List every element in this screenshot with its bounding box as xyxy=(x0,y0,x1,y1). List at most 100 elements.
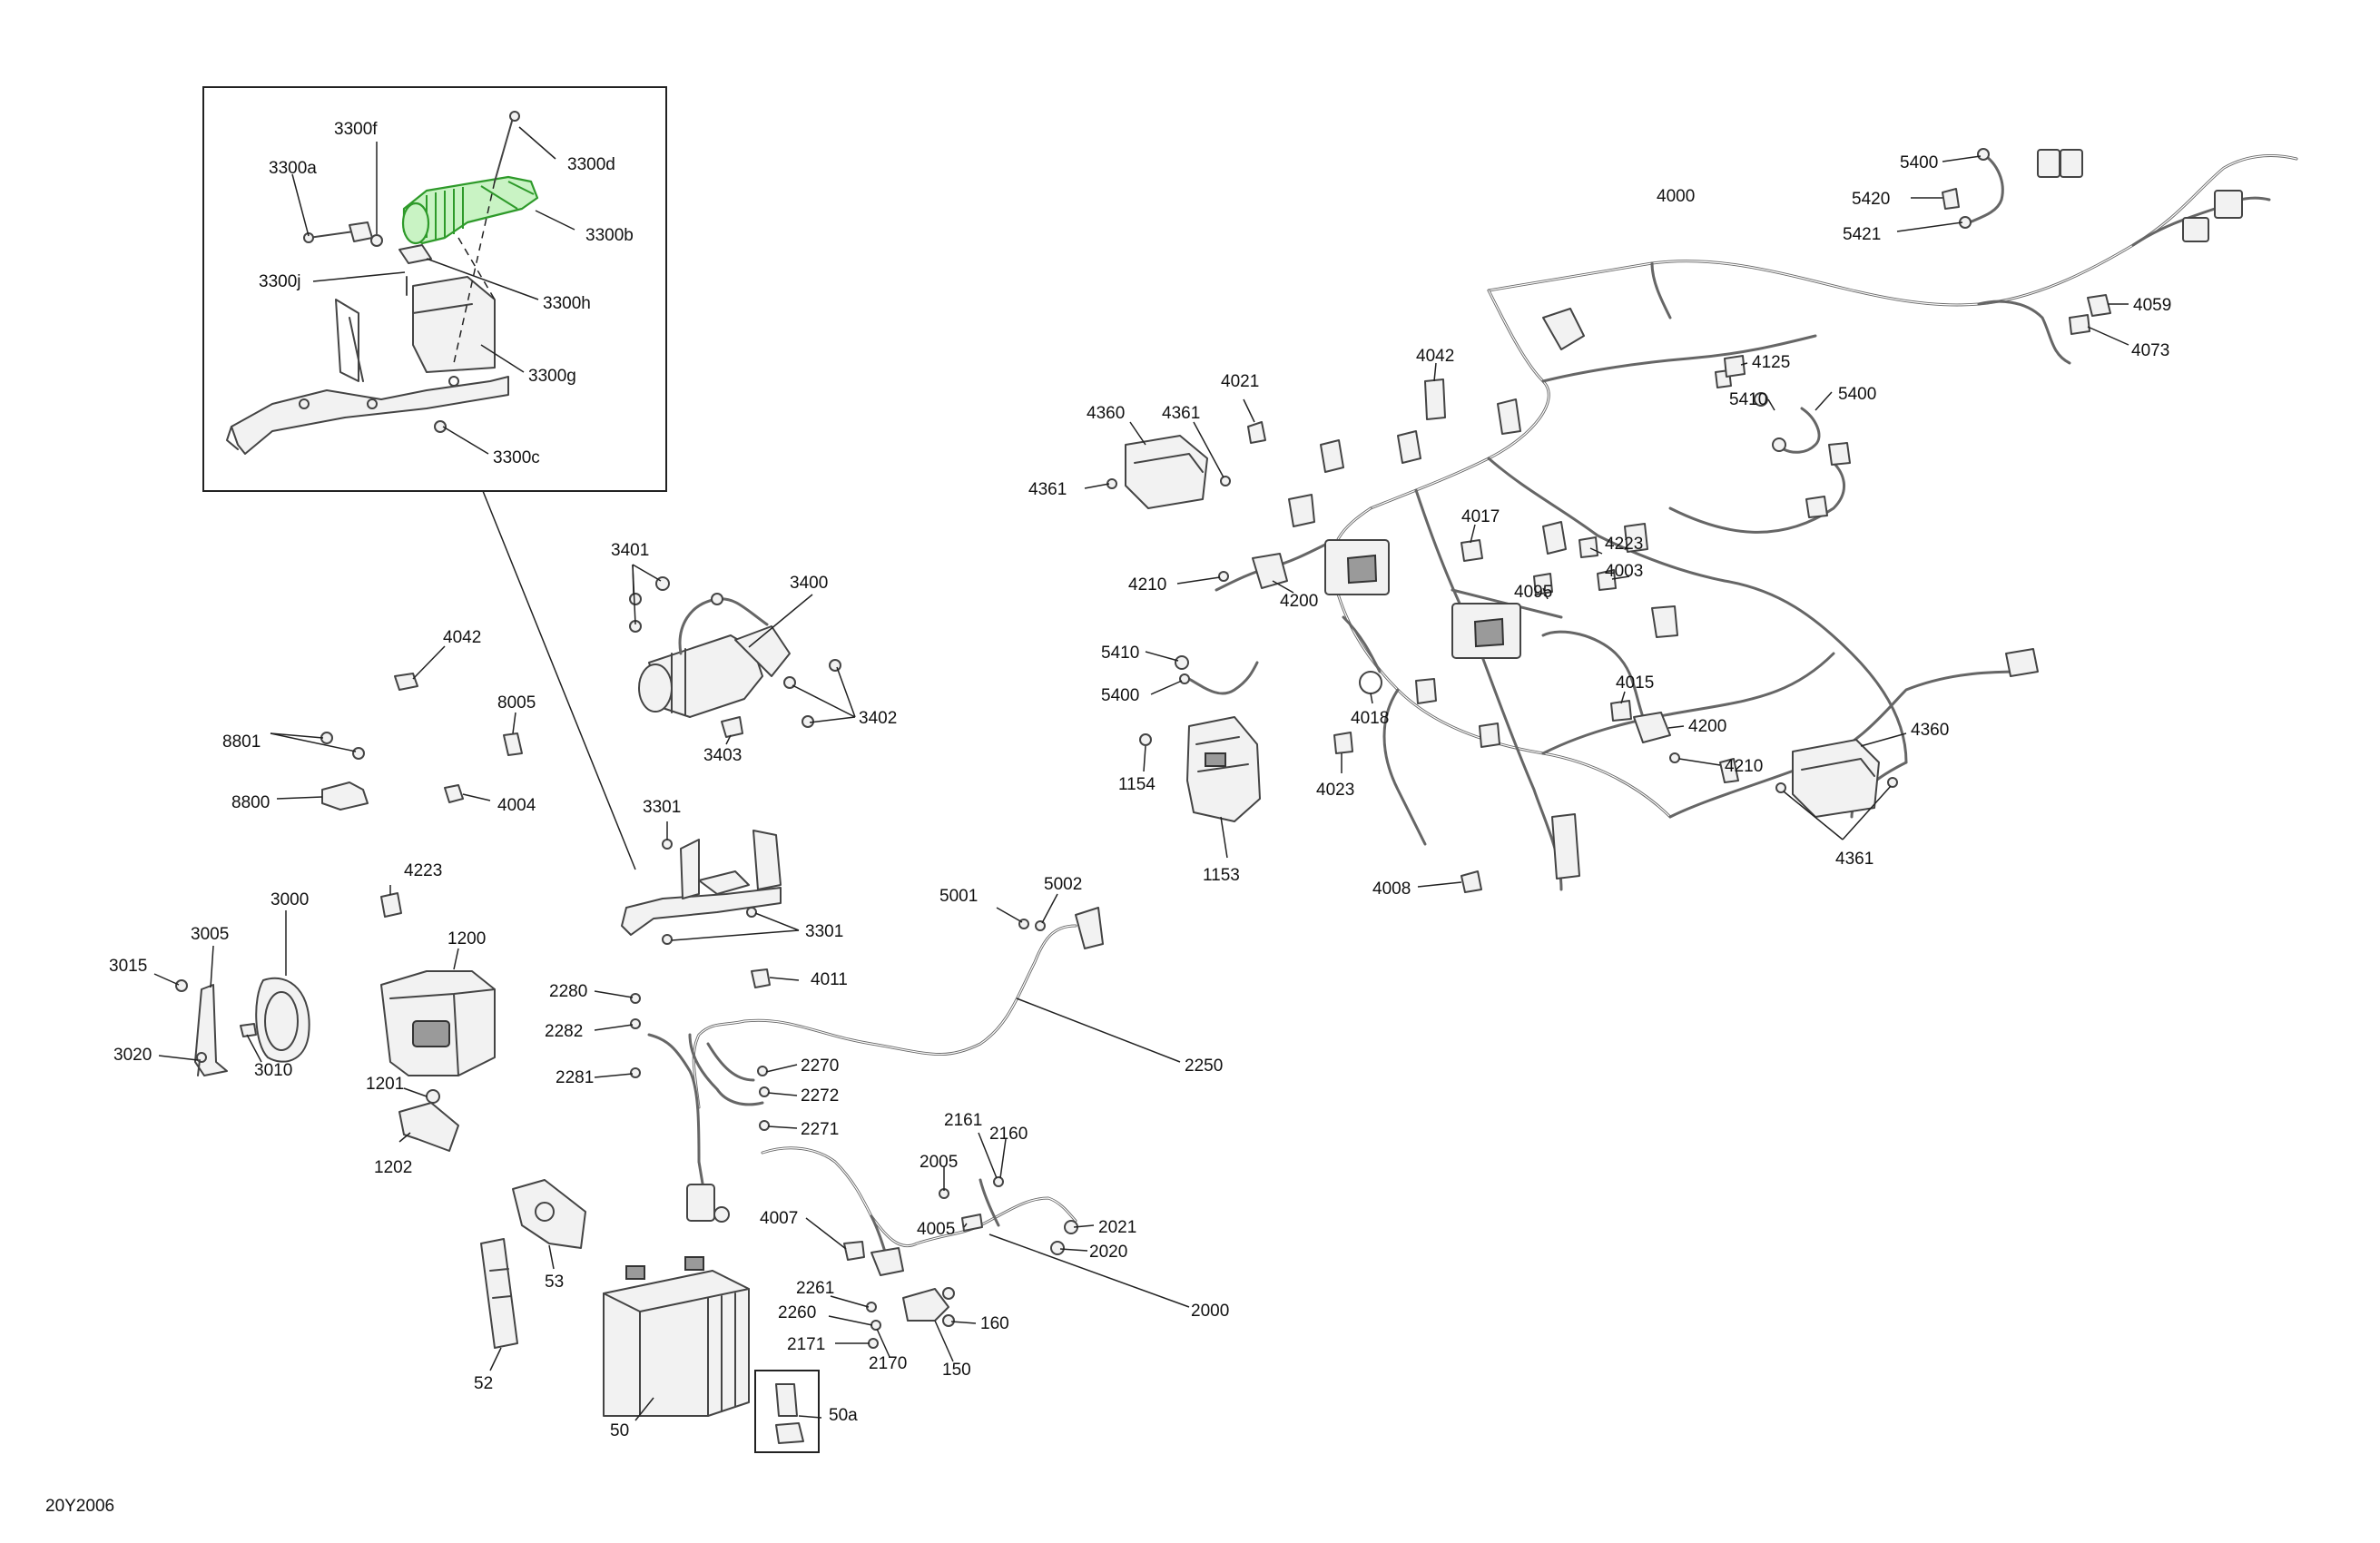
label-150: 150 xyxy=(942,1361,971,1380)
label-3402: 3402 xyxy=(859,709,897,728)
inset-leaders xyxy=(291,126,575,455)
label-4125: 4125 xyxy=(1752,353,1790,372)
label-2250: 2250 xyxy=(1185,1057,1223,1076)
abs-module-1200 xyxy=(380,885,496,1152)
label-3301-top: 3301 xyxy=(643,798,681,817)
motor-assembly-3400 xyxy=(629,564,856,745)
label-3005: 3005 xyxy=(191,925,229,944)
label-3300j: 3300j xyxy=(259,272,301,291)
sensor-5400-top xyxy=(1896,148,2129,346)
mounting-bracket xyxy=(226,276,509,455)
label-4042-right: 4042 xyxy=(1416,347,1454,366)
label-4017: 4017 xyxy=(1461,507,1500,526)
label-2170: 2170 xyxy=(869,1354,907,1373)
horn-assembly-3000 xyxy=(153,910,310,1076)
battery-assembly xyxy=(480,1179,822,1453)
label-53: 53 xyxy=(545,1273,564,1292)
label-3300b: 3300b xyxy=(585,226,634,245)
label-4360-left: 4360 xyxy=(1087,404,1125,423)
harness-2250 xyxy=(594,893,1181,1223)
label-3300f: 3300f xyxy=(334,120,378,139)
label-3300a: 3300a xyxy=(269,159,317,178)
label-5400-top: 5400 xyxy=(1900,153,1938,172)
label-4361-right: 4361 xyxy=(1835,850,1874,869)
label-1154: 1154 xyxy=(1118,775,1156,794)
label-3300d: 3300d xyxy=(567,155,615,174)
label-2161: 2161 xyxy=(944,1111,982,1130)
label-5420: 5420 xyxy=(1852,190,1890,209)
label-3015: 3015 xyxy=(109,957,147,976)
label-2271: 2271 xyxy=(801,1120,839,1139)
left-small-parts xyxy=(270,645,523,811)
sensor-5400-low xyxy=(1145,651,1259,695)
clamps-right xyxy=(1333,671,1721,893)
label-4004: 4004 xyxy=(497,796,536,815)
label-8801: 8801 xyxy=(222,732,261,752)
label-3400: 3400 xyxy=(790,574,828,593)
bracket-4360-right xyxy=(1775,732,1907,840)
label-2261: 2261 xyxy=(796,1279,834,1298)
label-4000: 4000 xyxy=(1657,187,1695,206)
label-4008: 4008 xyxy=(1372,880,1411,899)
sensor-5400-mid xyxy=(1724,355,1833,454)
label-2021: 2021 xyxy=(1098,1218,1136,1237)
label-50: 50 xyxy=(610,1421,629,1440)
label-52: 52 xyxy=(474,1374,493,1393)
bracket-4360-left xyxy=(1084,398,1266,509)
label-1201: 1201 xyxy=(366,1075,404,1094)
label-4210-left: 4210 xyxy=(1128,575,1166,595)
detail-inset-3300: 3300a 3300f 3300d 3300b 3300j 3300h 3300… xyxy=(202,86,667,870)
label-3300c: 3300c xyxy=(493,448,540,467)
label-8005: 8005 xyxy=(497,693,536,713)
label-2282: 2282 xyxy=(545,1022,583,1041)
label-2281: 2281 xyxy=(556,1068,594,1087)
label-3020: 3020 xyxy=(113,1046,152,1065)
label-4361-left: 4361 xyxy=(1028,480,1067,499)
label-4200-right: 4200 xyxy=(1688,717,1726,736)
clamps-4200-left xyxy=(1176,553,1294,594)
label-5400-mid: 5400 xyxy=(1838,385,1876,404)
label-4018: 4018 xyxy=(1351,709,1389,728)
label-4360-right: 4360 xyxy=(1911,721,1949,740)
label-2280: 2280 xyxy=(549,982,587,1001)
detail-frame xyxy=(202,86,667,492)
label-1200: 1200 xyxy=(447,929,486,948)
label-160: 160 xyxy=(980,1314,1009,1333)
label-4073: 4073 xyxy=(2131,341,2169,360)
label-3401: 3401 xyxy=(611,541,649,560)
label-1202: 1202 xyxy=(374,1158,412,1177)
label-4361-upper: 4361 xyxy=(1162,404,1200,423)
label-3301-bottom: 3301 xyxy=(805,922,843,941)
main-harness-4000 xyxy=(1215,149,2298,891)
module-1153 xyxy=(1139,716,1261,859)
label-4011: 4011 xyxy=(811,970,848,989)
label-4200-left: 4200 xyxy=(1280,592,1318,611)
label-2020: 2020 xyxy=(1089,1243,1127,1262)
label-4015: 4015 xyxy=(1616,673,1654,693)
label-4059: 4059 xyxy=(2133,296,2171,315)
label-4003: 4003 xyxy=(1605,562,1643,581)
label-8800: 8800 xyxy=(231,793,270,812)
highlighted-actuator xyxy=(401,175,539,245)
inset-hardware xyxy=(303,111,520,433)
bracket-3301 xyxy=(621,821,800,945)
label-2270: 2270 xyxy=(801,1057,839,1076)
label-4095: 4095 xyxy=(1514,583,1552,602)
label-2171: 2171 xyxy=(787,1335,825,1354)
label-3403: 3403 xyxy=(703,746,742,765)
label-4223-right: 4223 xyxy=(1605,535,1643,554)
label-50a: 50a xyxy=(829,1406,858,1425)
label-2160: 2160 xyxy=(989,1125,1028,1144)
label-3000: 3000 xyxy=(270,890,309,909)
label-4023: 4023 xyxy=(1316,781,1354,800)
label-5421: 5421 xyxy=(1843,225,1881,244)
label-5410-low: 5410 xyxy=(1101,644,1139,663)
label-5400-low: 5400 xyxy=(1101,686,1139,705)
label-4005: 4005 xyxy=(917,1220,955,1239)
label-4021: 4021 xyxy=(1221,372,1259,391)
label-5410-top: 5410 xyxy=(1729,390,1767,409)
label-4042-left: 4042 xyxy=(443,628,481,647)
label-3300g: 3300g xyxy=(528,367,576,386)
label-3010: 3010 xyxy=(254,1061,292,1080)
